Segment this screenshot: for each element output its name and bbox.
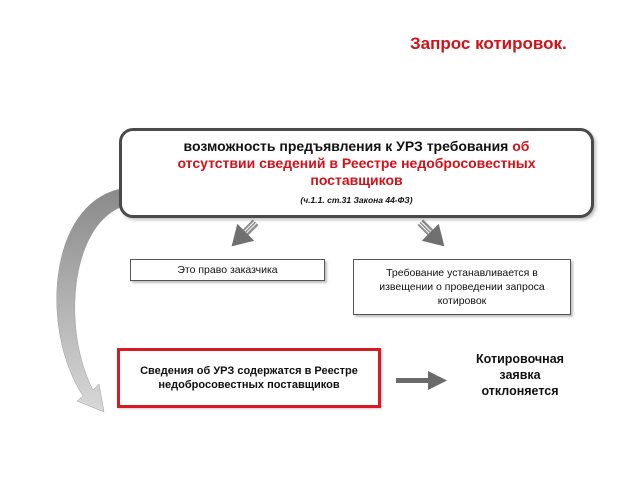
page-title: Запрос котировок. (410, 34, 567, 53)
registry-info-box: Сведения об УРЗ содержатся в Реестре нед… (117, 348, 381, 408)
main-text-black: возможность предъявления к УРЗ требовани… (183, 138, 513, 154)
law-reference-note: (ч.1.1. ст.31 Закона 44-ФЗ) (300, 195, 413, 205)
result-text: Котировочная заявка отклоняется (476, 352, 564, 398)
main-requirement-text: возможность предъявления к УРЗ требовани… (122, 138, 591, 189)
main-text-red-inline: об (512, 138, 530, 154)
arrow-right (396, 371, 447, 390)
main-text-red: отсутствии сведений в Реестре недобросов… (177, 155, 536, 188)
curved-arrow-left (56, 188, 122, 413)
arrow-down-left (231, 219, 259, 247)
arrow-down-right (417, 219, 445, 247)
main-requirement-box: возможность предъявления к УРЗ требовани… (119, 128, 594, 218)
notice-requirement-box: Требование устанавливается в извещении о… (353, 259, 571, 315)
customer-right-box: Это право заказчика (130, 259, 325, 281)
